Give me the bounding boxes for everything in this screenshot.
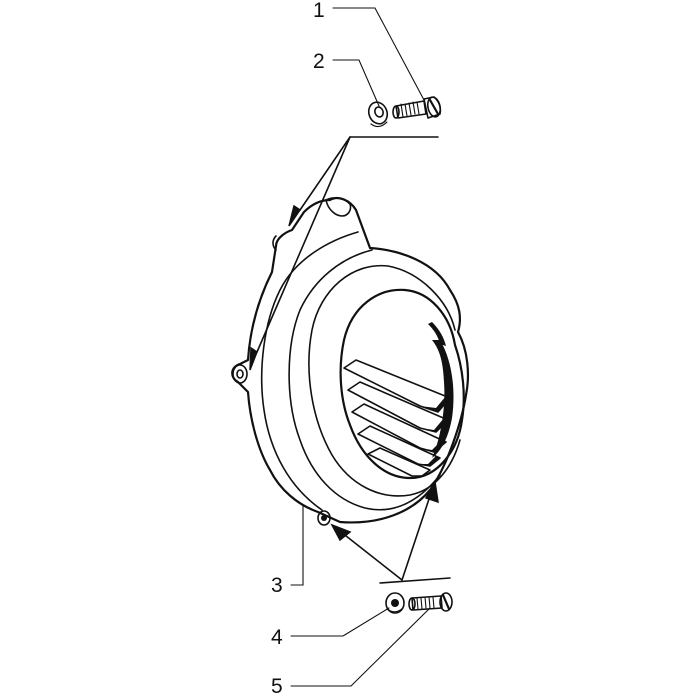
callout-2: 2 xyxy=(313,50,325,73)
leader-line-1 xyxy=(332,7,425,101)
leader-line-2 xyxy=(332,59,380,107)
leader-line-5 xyxy=(290,607,431,687)
leader-line-3 xyxy=(290,504,304,586)
callout-4: 4 xyxy=(271,626,283,649)
callout-1: 1 xyxy=(313,0,325,22)
washer-top xyxy=(367,101,389,128)
assembly-arrows-top xyxy=(249,136,439,371)
assembly-arrows-bottom xyxy=(330,479,451,584)
washer-bottom xyxy=(385,592,405,614)
callout-5: 5 xyxy=(271,675,283,698)
screw-bottom xyxy=(408,592,453,612)
leader-line-4 xyxy=(290,607,390,637)
flywheel-cover xyxy=(231,196,470,526)
callout-3: 3 xyxy=(271,574,283,597)
screw-top xyxy=(392,96,442,119)
